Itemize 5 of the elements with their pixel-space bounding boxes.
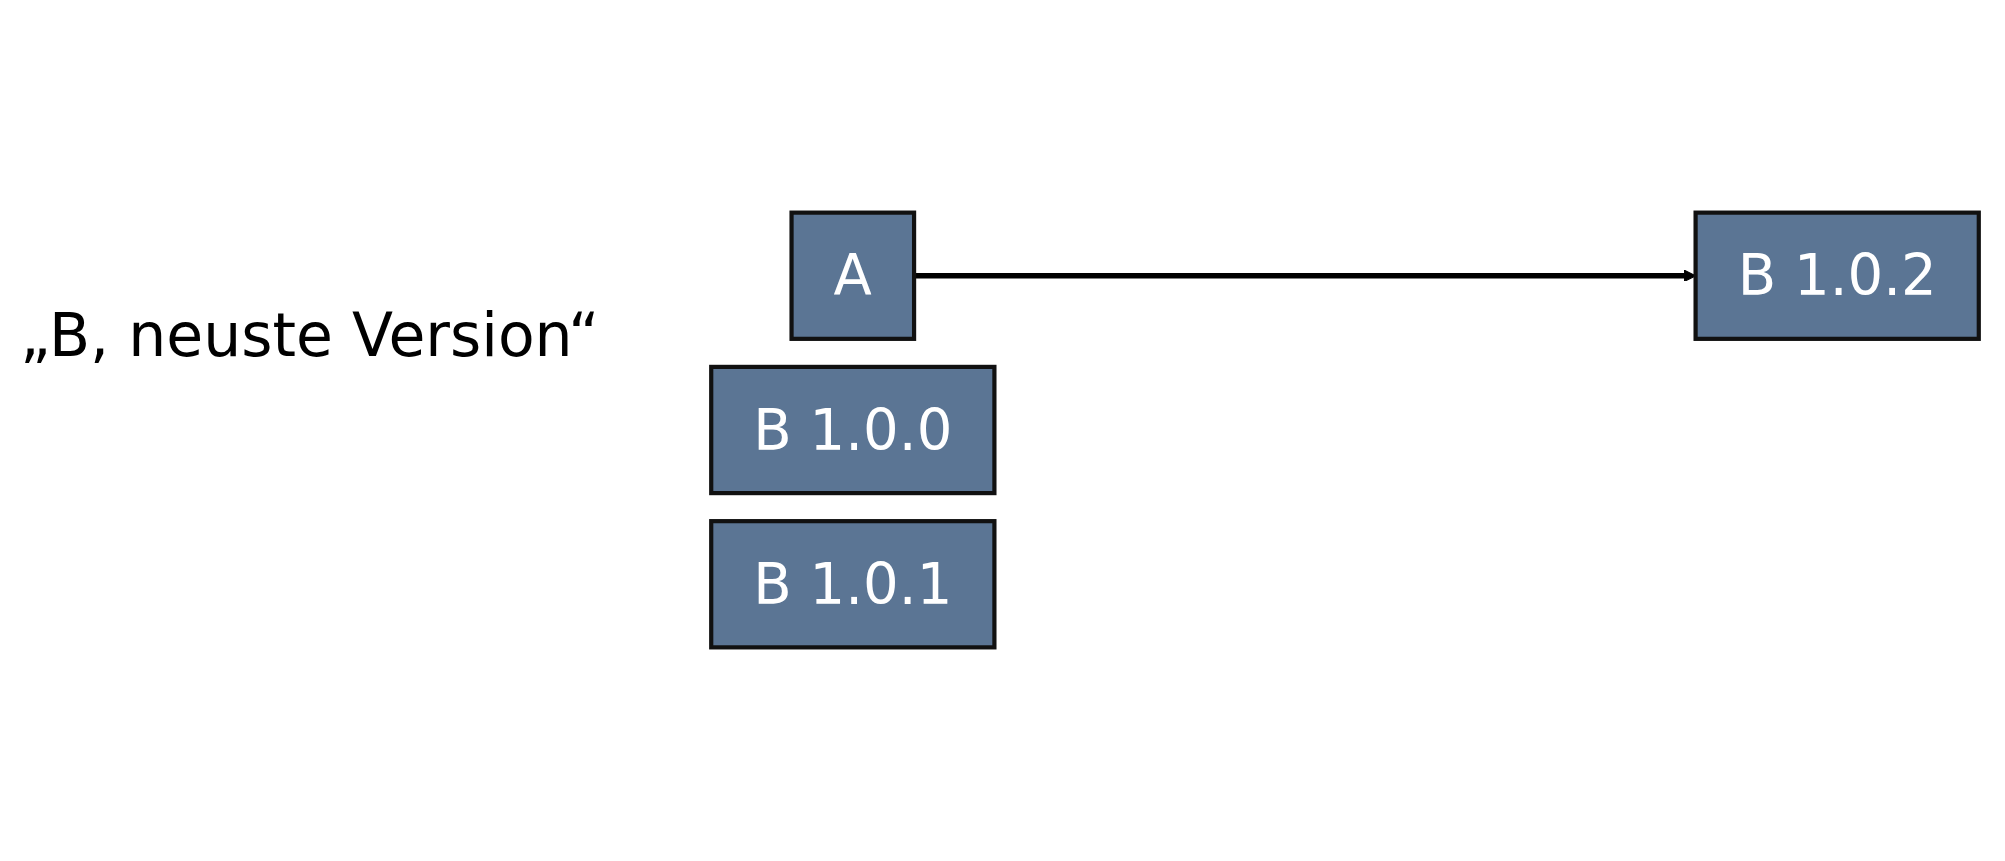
node-box: B 1.0.0 bbox=[709, 364, 997, 496]
note-text: „B, neuste Version“ bbox=[20, 300, 600, 370]
node-box: A bbox=[789, 210, 917, 341]
node-box: B 1.0.2 bbox=[1693, 210, 1981, 341]
node-box: B 1.0.1 bbox=[709, 519, 997, 650]
